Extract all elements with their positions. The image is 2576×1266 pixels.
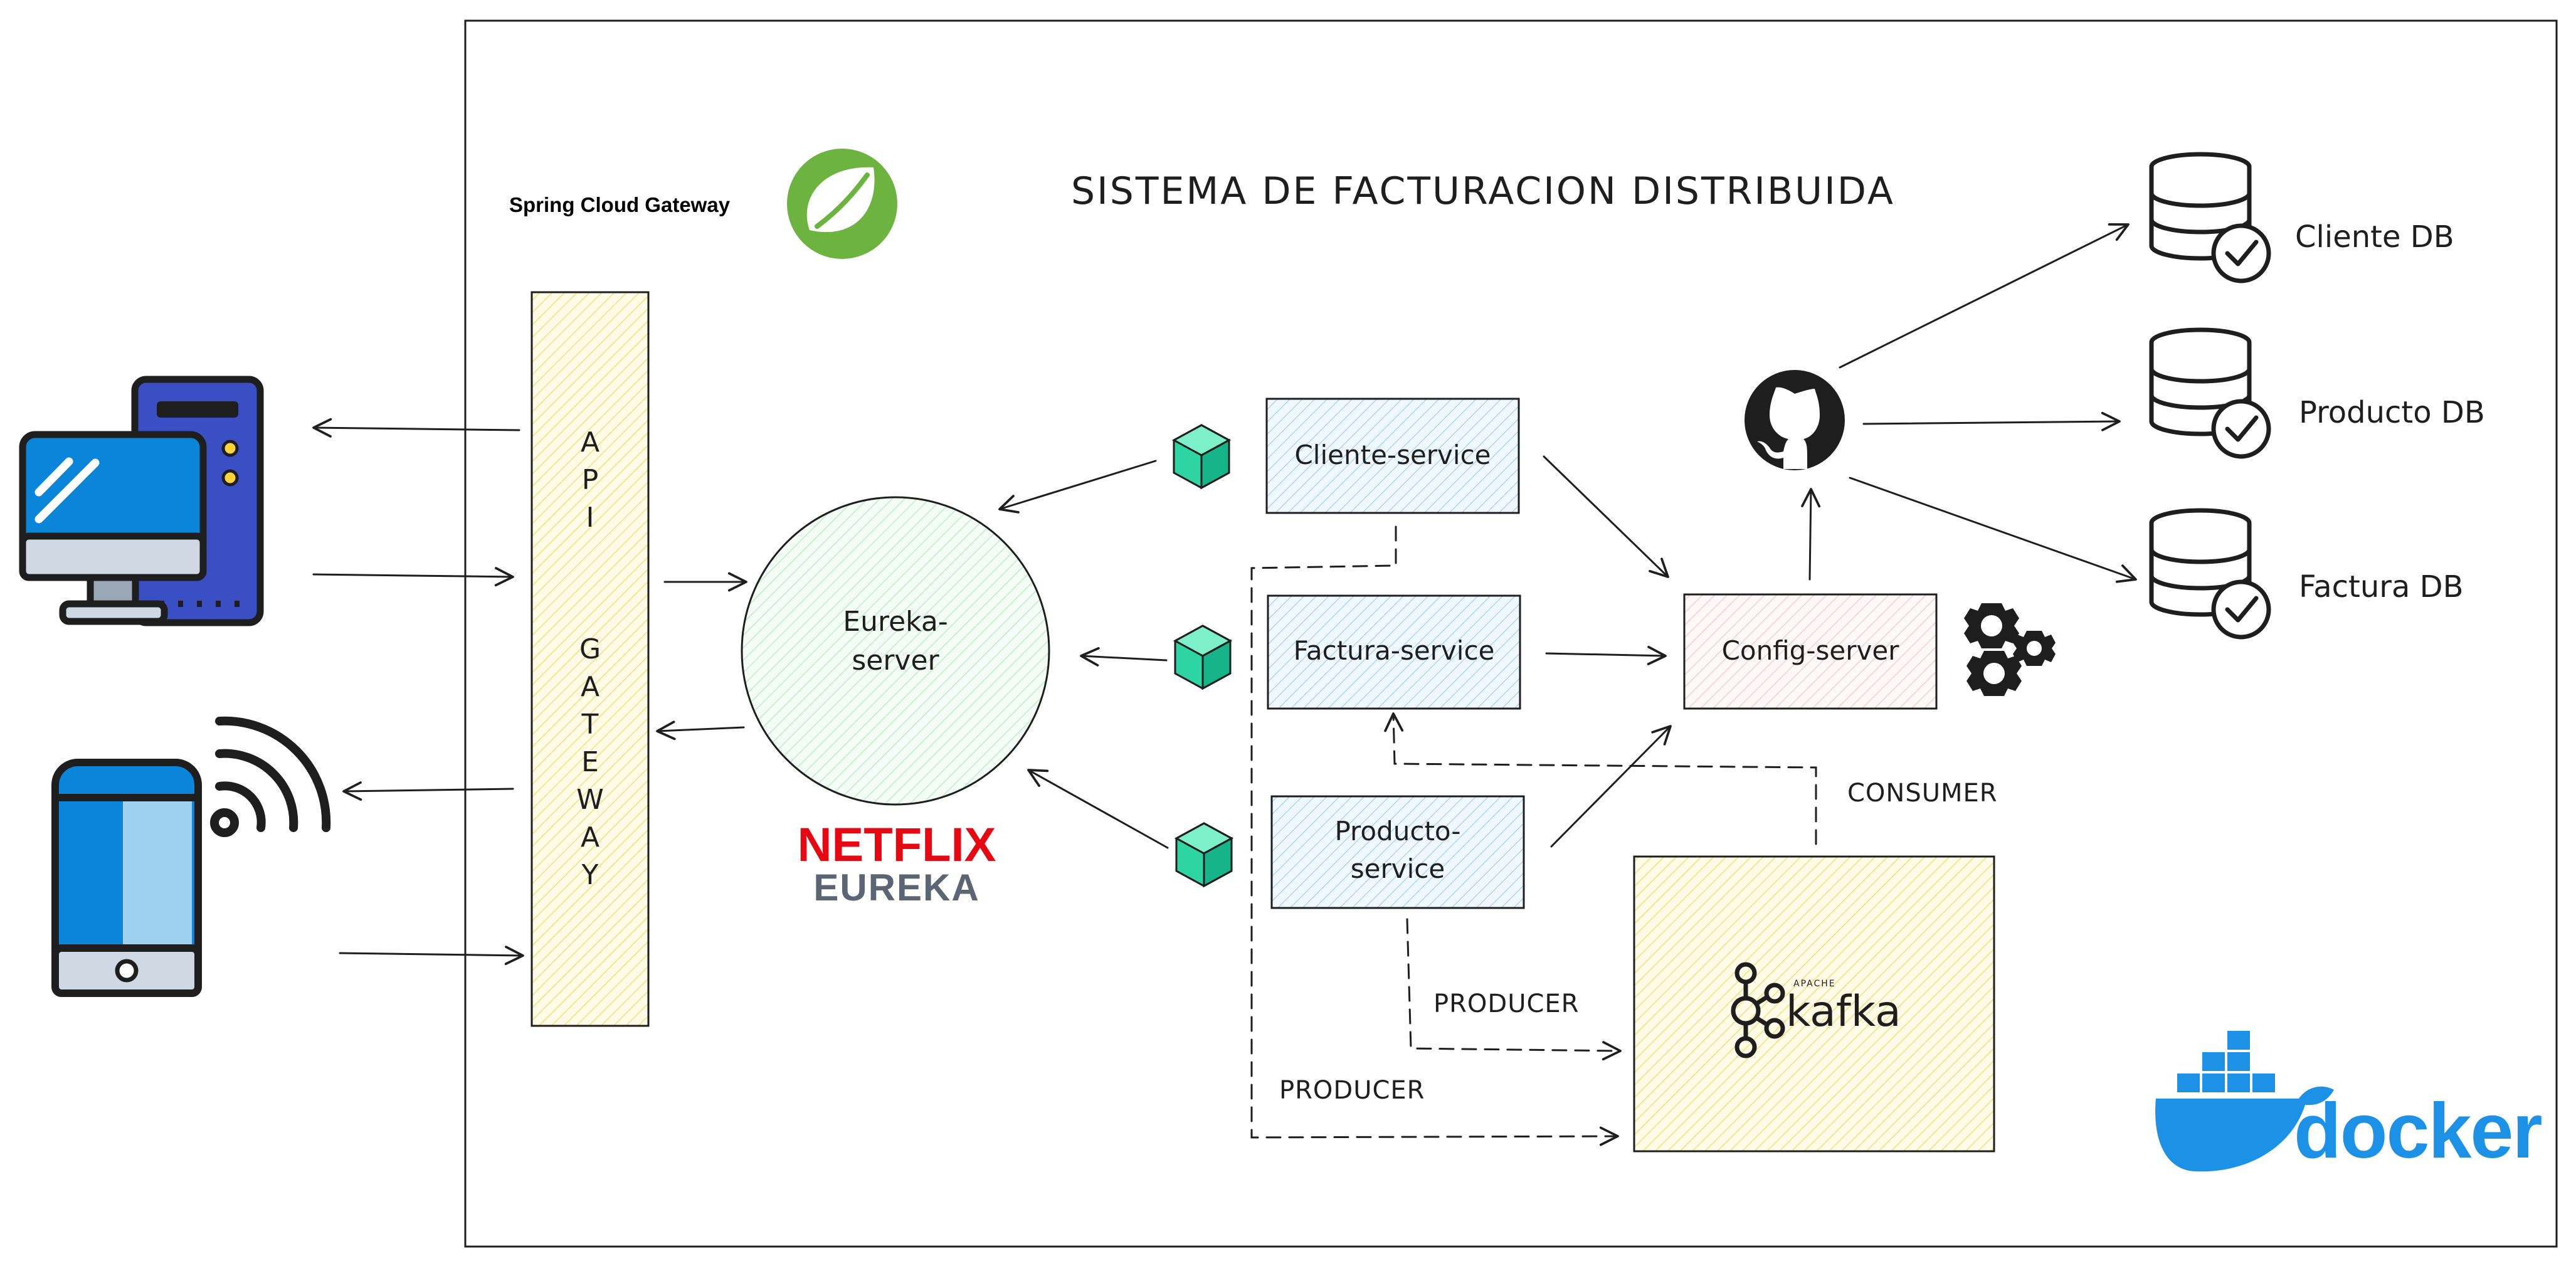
database-check-icon — [2151, 154, 2269, 281]
api-gateway-letter: I — [586, 502, 594, 534]
factura-db-label: Factura DB — [2299, 569, 2464, 604]
api-gateway-box[interactable] — [531, 291, 650, 1027]
service-registration-arrows — [998, 460, 1169, 849]
eureka-server-label-line1: Eureka- — [843, 606, 948, 638]
cliente-service-label: Cliente-service — [1294, 440, 1491, 470]
api-gateway-letter: A — [581, 821, 599, 853]
netflix-logo-text: NETFLIX — [798, 818, 996, 872]
config-server-label: Config-server — [1722, 635, 1900, 666]
kafka-brand: kafka — [1786, 987, 1901, 1037]
config-server-box[interactable] — [1683, 593, 1938, 710]
service-config-arrows — [1543, 455, 1821, 848]
consumer-label: CONSUMER — [1847, 779, 1998, 808]
database-check-icon — [2151, 510, 2269, 637]
spring-gateway-caption: Spring Cloud Gateway — [509, 193, 731, 216]
client-gateway-arrows — [312, 418, 524, 966]
docker-wordmark: docker — [2294, 1088, 2542, 1174]
eureka-server-label-line2: server — [852, 645, 939, 677]
kafka-icon — [1731, 962, 1785, 1058]
spring-leaf-icon — [787, 149, 897, 259]
api-gateway-letter: E — [581, 746, 599, 778]
producto-service-label-line2: service — [1351, 853, 1445, 884]
wifi-signal-icon — [210, 716, 331, 837]
docker-whale-icon — [2155, 1031, 2334, 1172]
cliente-service-box[interactable] — [1265, 398, 1520, 514]
gateway-eureka-arrows — [656, 572, 747, 741]
eureka-logo-text: EUREKA — [813, 867, 979, 909]
github-icon — [1745, 370, 1845, 470]
mobile-phone-icon — [51, 759, 202, 997]
factura-service-box[interactable] — [1267, 594, 1521, 710]
eureka-server-node[interactable] — [741, 496, 1050, 806]
producto-service-label-line1: Producto- — [1334, 816, 1460, 847]
kafka-box[interactable] — [1633, 855, 1995, 1153]
diagram-title: SISTEMA DE FACTURACION DISTRIBUIDA — [1071, 169, 1895, 213]
cube-icon — [1173, 424, 1230, 489]
kafka-brand-small: APACHE — [1793, 979, 1836, 989]
api-gateway-letter: T — [581, 709, 599, 741]
api-gateway-letter: P — [582, 464, 599, 496]
producer-label-2: PRODUCER — [1279, 1076, 1425, 1105]
cliente-db-label: Cliente DB — [2295, 219, 2454, 255]
kafka-dashed-flows — [1250, 525, 1817, 1146]
github-db-arrows — [1839, 223, 2137, 583]
api-gateway-letter: A — [581, 671, 599, 703]
desktop-computer-icon — [19, 376, 264, 626]
api-gateway-letter: Y — [581, 859, 599, 891]
cube-icon — [1174, 625, 1232, 690]
api-gateway-letter: W — [576, 784, 604, 816]
producer-label-1: PRODUCER — [1433, 989, 1579, 1018]
cube-icon — [1175, 822, 1233, 887]
system-boundary — [464, 19, 2558, 1248]
producto-db-label: Producto DB — [2299, 395, 2485, 430]
factura-service-label: Factura-service — [1294, 635, 1495, 666]
gears-icon — [1964, 603, 2056, 696]
producto-service-box[interactable] — [1270, 795, 1525, 909]
api-gateway-letter: G — [579, 633, 601, 665]
database-check-icon — [2151, 330, 2269, 456]
api-gateway-letter: A — [581, 426, 599, 458]
